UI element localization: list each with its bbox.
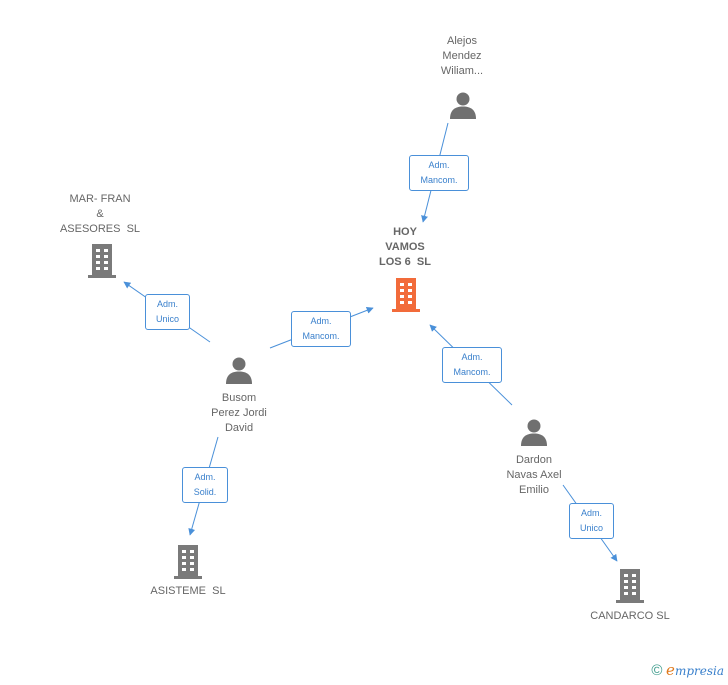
person-icon[interactable] (519, 417, 549, 447)
node-label-asisteme[interactable]: ASISTEME SL (128, 584, 248, 599)
edge-label-line: Adm. (156, 299, 178, 309)
building-icon[interactable] (171, 544, 205, 580)
node-label-line: MAR- FRAN (69, 193, 131, 205)
edge-label-line: Adm. (194, 472, 216, 482)
node-label-line: ASISTEME SL (150, 585, 226, 597)
node-label-line: HOY (393, 226, 417, 238)
node-label-candarco[interactable]: CANDARCO SL (570, 609, 690, 624)
node-label-line: Wiliam... (440, 65, 484, 77)
node-label-line: LOS 6 SL (379, 256, 431, 268)
edge-label-busom-asisteme[interactable]: Adm. Solid. (182, 467, 228, 503)
brand-initial: e (666, 661, 675, 679)
node-label-line: VAMOS (385, 241, 425, 253)
person-icon[interactable] (448, 90, 478, 120)
edge-label-line: Mancom. (420, 175, 458, 185)
brand-footer: © empresia (651, 661, 724, 679)
node-label-line: Perez Jordi (211, 407, 267, 419)
person-icon[interactable] (224, 355, 254, 385)
node-label-line: Alejos (447, 35, 477, 47)
node-label-alejos[interactable]: Alejos Mendez Wiliam... (410, 34, 514, 79)
node-label-line: Navas Axel (506, 469, 562, 481)
edge-label-line: Unico (155, 314, 179, 324)
node-label-line: Emilio (519, 484, 549, 496)
edge-label-line: Mancom. (302, 331, 340, 341)
building-icon[interactable] (85, 243, 119, 279)
building-icon[interactable] (613, 568, 647, 604)
node-label-line: CANDARCO SL (590, 610, 670, 622)
node-label-line: ASESORES SL (59, 223, 141, 235)
building-icon[interactable] (389, 277, 423, 313)
edge-label-dardon-candarco[interactable]: Adm. Unico (569, 503, 614, 539)
edge-label-alejos-hoy-vamos[interactable]: Adm. Mancom. (409, 155, 469, 191)
edge-label-line: Adm. (580, 508, 602, 518)
edge-label-line: Adm. (461, 352, 483, 362)
node-label-line: Mendez (442, 50, 482, 62)
edge-label-busom-hoy-vamos[interactable]: Adm. Mancom. (291, 311, 351, 347)
edge-label-dardon-hoy-vamos[interactable]: Adm. Mancom. (442, 347, 502, 383)
node-label-line: David (224, 422, 254, 434)
node-label-mar-fran[interactable]: MAR- FRAN & ASESORES SL (40, 192, 160, 237)
copyright-icon: © (651, 662, 663, 679)
edge-label-line: Mancom. (453, 367, 491, 377)
edge-label-busom-mar-fran[interactable]: Adm. Unico (145, 294, 190, 330)
node-label-busom[interactable]: Busom Perez Jordi David (184, 391, 294, 436)
edge-label-line: Unico (579, 523, 603, 533)
node-label-dardon[interactable]: Dardon Navas Axel Emilio (479, 453, 589, 498)
node-label-line: Busom (221, 392, 257, 404)
edge-label-line: Adm. (428, 160, 450, 170)
node-label-line: & (96, 208, 104, 220)
edge-label-line: Adm. (310, 316, 332, 326)
node-label-hoy-vamos[interactable]: HOY VAMOS LOS 6 SL (353, 225, 457, 270)
node-label-line: Dardon (515, 454, 553, 466)
brand-name: mpresia (674, 664, 724, 678)
edge-label-line: Solid. (193, 487, 217, 497)
